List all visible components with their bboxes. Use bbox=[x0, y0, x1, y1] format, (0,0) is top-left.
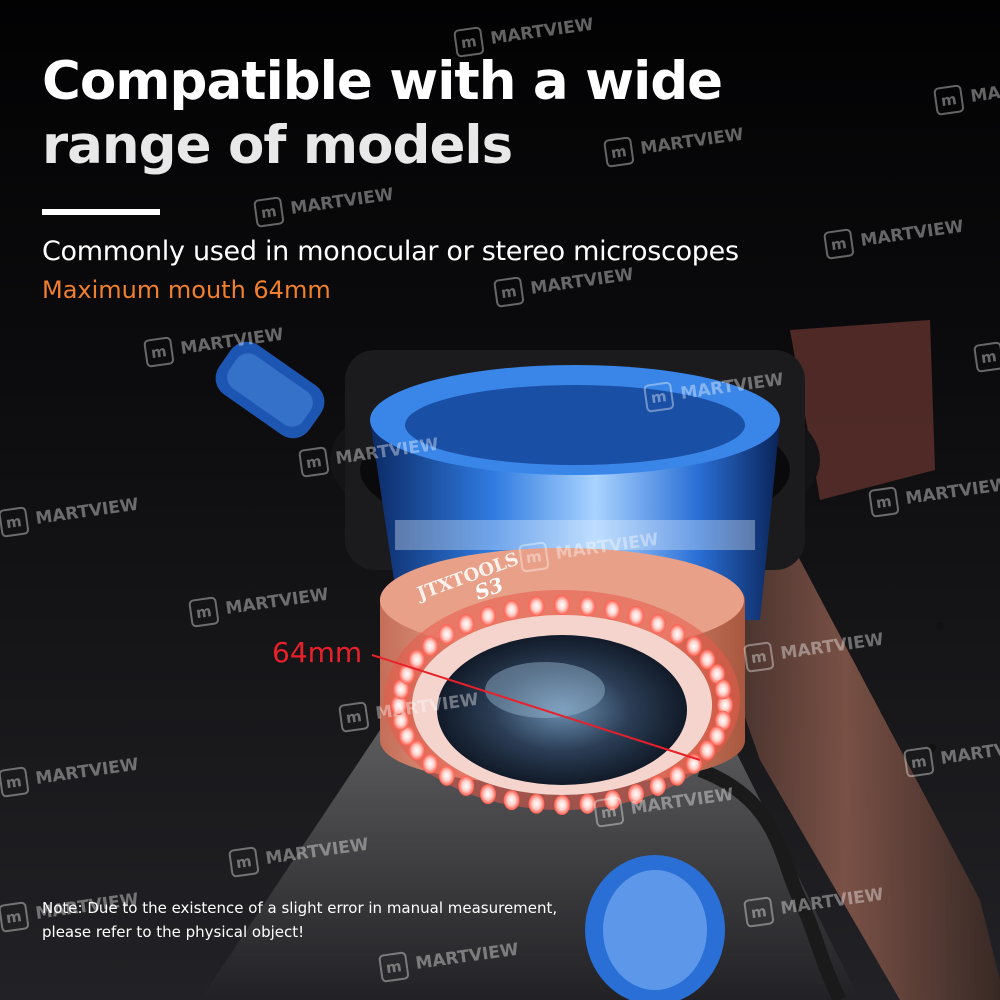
led-bead bbox=[699, 740, 716, 761]
led-bead bbox=[628, 784, 644, 805]
led-bead bbox=[503, 790, 520, 811]
led-bead bbox=[393, 710, 409, 731]
led-bead bbox=[717, 695, 733, 715]
led-bead bbox=[528, 596, 545, 617]
headline: Compatible with a wide range of models bbox=[42, 50, 723, 178]
measurement-line bbox=[371, 654, 701, 761]
led-bead bbox=[528, 793, 545, 814]
led-bead bbox=[408, 740, 425, 761]
led-bead bbox=[554, 595, 570, 615]
led-bead bbox=[480, 784, 496, 805]
led-bead bbox=[422, 753, 439, 774]
led-bead bbox=[685, 636, 702, 657]
led-bead bbox=[438, 624, 455, 645]
led-bead bbox=[715, 710, 731, 731]
led-bead bbox=[709, 664, 725, 685]
subtitle: Commonly used in monocular or stereo mic… bbox=[42, 236, 739, 267]
led-bead bbox=[579, 596, 596, 617]
led-bead bbox=[458, 614, 475, 635]
led-bead bbox=[669, 765, 686, 786]
measurement-label: 64mm bbox=[272, 636, 362, 669]
measurement-note: Note: Due to the existence of a slight e… bbox=[42, 896, 557, 944]
led-bead bbox=[709, 725, 725, 746]
led-bead bbox=[458, 775, 475, 796]
led-bead bbox=[669, 624, 686, 645]
led-bead bbox=[422, 636, 439, 657]
led-bead bbox=[399, 664, 415, 685]
led-bead bbox=[649, 614, 666, 635]
led-bead bbox=[554, 795, 570, 815]
led-bead bbox=[699, 649, 716, 670]
led-bead bbox=[579, 793, 596, 814]
led-bead bbox=[715, 679, 731, 700]
led-bead bbox=[628, 605, 644, 626]
led-bead bbox=[604, 790, 621, 811]
led-bead bbox=[399, 725, 415, 746]
led-bead bbox=[393, 679, 409, 700]
headline-line-2: range of models bbox=[42, 115, 513, 176]
led-bead bbox=[649, 775, 666, 796]
max-mouth-size: Maximum mouth 64mm bbox=[42, 276, 331, 304]
led-bead bbox=[480, 605, 496, 626]
led-bead bbox=[438, 765, 455, 786]
led-bead bbox=[503, 599, 520, 620]
title-divider bbox=[42, 209, 160, 215]
note-line-1: Note: Due to the existence of a slight e… bbox=[42, 899, 558, 917]
headline-line-1: Compatible with a wide bbox=[42, 51, 723, 112]
led-bead bbox=[391, 695, 407, 715]
note-line-2: please refer to the physical object! bbox=[42, 923, 305, 941]
led-bead bbox=[408, 649, 425, 670]
led-bead bbox=[604, 599, 621, 620]
